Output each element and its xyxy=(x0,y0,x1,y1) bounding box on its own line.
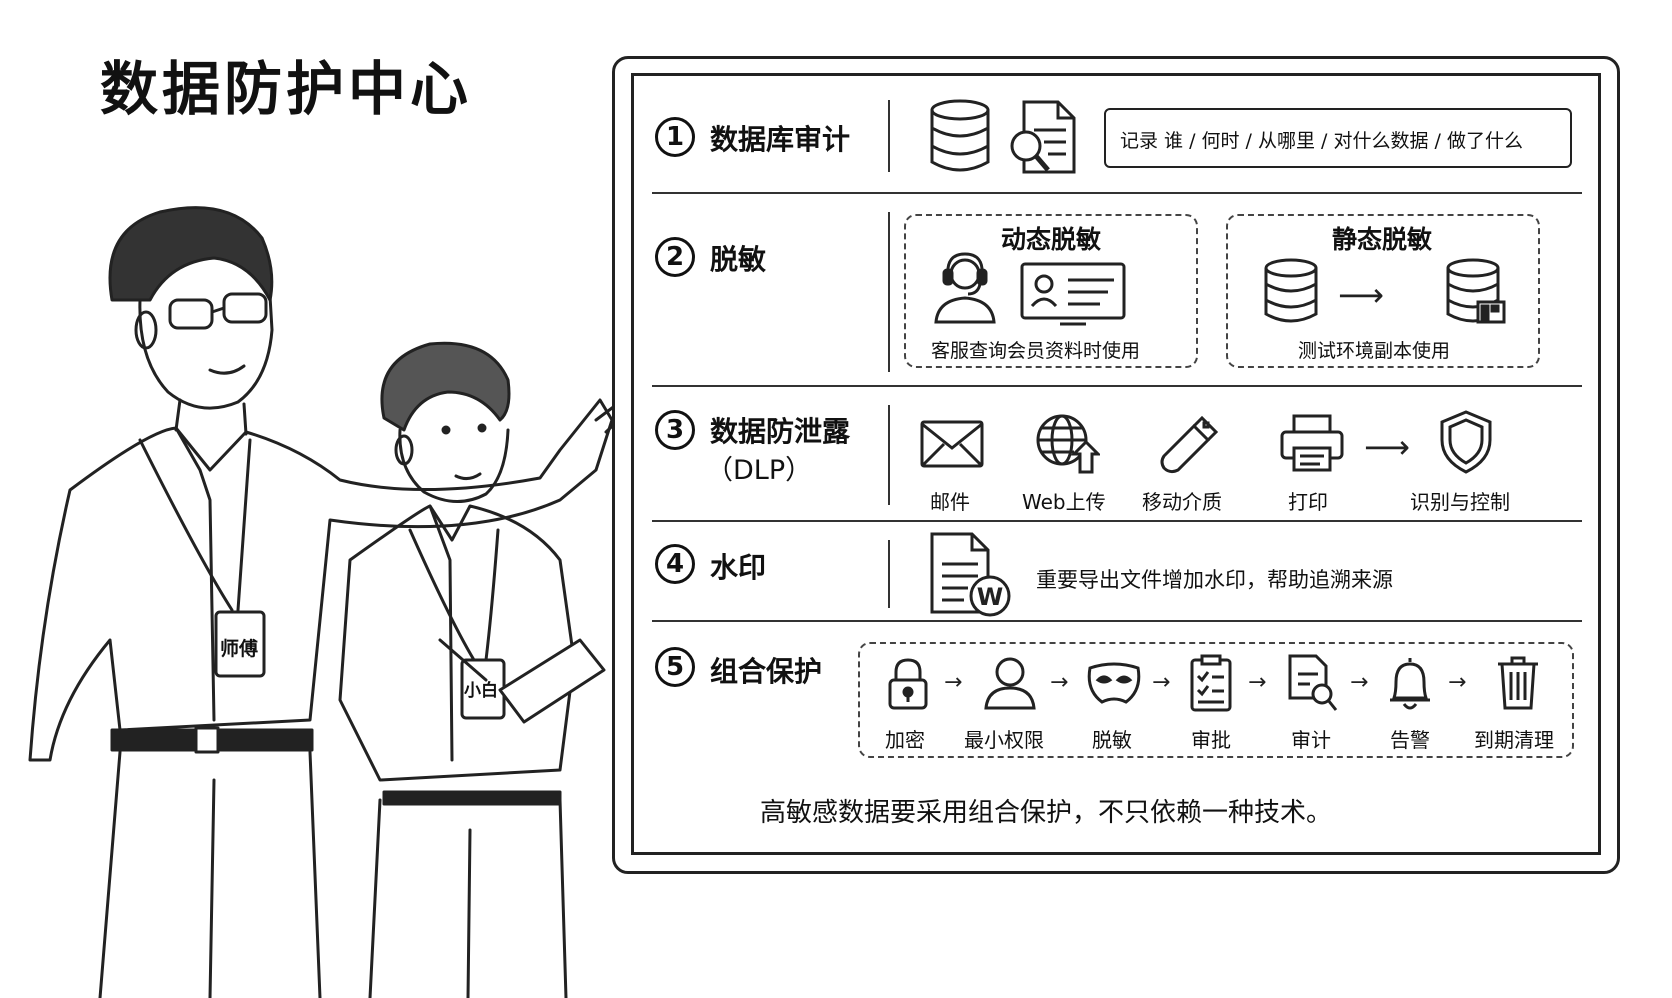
clipboard-check-icon xyxy=(1190,654,1232,712)
document-search-icon xyxy=(1010,100,1076,174)
mask-icon xyxy=(1087,662,1141,704)
arrow-right: → xyxy=(1248,670,1267,695)
static-masking-caption: 测试环境副本使用 xyxy=(1298,340,1451,362)
column-divider xyxy=(888,212,890,372)
dlp-item-print: 打印 xyxy=(1288,490,1328,514)
row-divider xyxy=(652,385,1582,387)
dynamic-masking-caption: 客服查询会员资料时使用 xyxy=(931,340,1141,362)
dlp-item-mail: 邮件 xyxy=(930,490,970,514)
database-masked-icon xyxy=(1446,258,1506,324)
protection-item-approval: 审批 xyxy=(1191,728,1231,752)
section-2-label: 脱敏 xyxy=(710,243,767,276)
document-audit-icon xyxy=(1288,654,1338,711)
student-notepad xyxy=(498,638,606,724)
section-1-number: 1 xyxy=(655,117,695,157)
board xyxy=(631,73,1601,855)
arrow-right: → xyxy=(1350,670,1369,695)
student-badge-label: 小白 xyxy=(464,681,498,701)
protection-item-encrypt: 加密 xyxy=(885,728,925,752)
dlp-item-removable-media: 移动介质 xyxy=(1142,490,1222,514)
arrow-right: ⟶ xyxy=(1364,428,1410,466)
audit-info-text: 记录 谁 / 何时 / 从哪里 / 对什么数据 / 做了什么 xyxy=(1120,130,1523,152)
mentor-face xyxy=(138,294,274,410)
dynamic-masking-title: 动态脱敏 xyxy=(1001,225,1102,254)
user-icon xyxy=(984,657,1036,710)
document-watermark-icon: W xyxy=(930,532,1011,617)
lock-icon xyxy=(888,658,928,710)
section-5-number: 5 xyxy=(655,647,695,687)
student-body xyxy=(338,504,576,782)
arrow-right: → xyxy=(944,670,963,695)
mentor-student-illustration xyxy=(28,206,640,998)
row-divider xyxy=(652,192,1582,194)
globe-upload-icon xyxy=(1036,414,1100,474)
bell-icon xyxy=(1390,658,1430,710)
row-divider xyxy=(652,520,1582,522)
headset-agent-icon xyxy=(934,252,996,324)
trash-icon xyxy=(1498,656,1538,710)
arrow-right: → xyxy=(1448,670,1467,695)
mentor-badge-label: 师傅 xyxy=(220,638,259,660)
audit-info-box xyxy=(1104,108,1572,168)
watermark-description: 重要导出文件增加水印，帮助追溯来源 xyxy=(1036,568,1393,592)
section-3-label: 数据防泄露 xyxy=(710,415,851,448)
usb-drive-icon xyxy=(1160,415,1219,474)
watermark-letter: W xyxy=(977,583,1003,611)
protection-item-audit: 审计 xyxy=(1291,728,1331,752)
column-divider xyxy=(888,405,890,505)
arrow-right: → xyxy=(1152,670,1171,695)
arrow-right: ⟶ xyxy=(1338,276,1384,314)
section-1-label: 数据库审计 xyxy=(710,123,851,156)
mentor-hair xyxy=(108,206,274,302)
mail-icon xyxy=(920,420,984,468)
combined-protection-box xyxy=(858,642,1574,758)
section-2-number: 2 xyxy=(655,237,695,277)
arrow-right: → xyxy=(1050,670,1069,695)
section-4-number: 4 xyxy=(655,544,695,584)
dlp-item-detect-control: 识别与控制 xyxy=(1410,490,1510,514)
section-4-label: 水印 xyxy=(710,551,767,584)
printer-icon xyxy=(1280,414,1344,472)
shield-icon xyxy=(1440,410,1492,474)
protection-item-masking: 脱敏 xyxy=(1092,728,1132,752)
student-hair xyxy=(380,341,511,432)
column-divider xyxy=(888,540,890,608)
profile-card-icon xyxy=(1020,262,1126,326)
row-divider xyxy=(652,620,1582,622)
protection-item-least-privilege: 最小权限 xyxy=(964,728,1044,752)
static-masking-title: 静态脱敏 xyxy=(1332,225,1433,254)
section-3-number: 3 xyxy=(655,410,695,450)
mentor-body xyxy=(28,398,614,762)
mentor-badge xyxy=(214,610,266,678)
database-icon xyxy=(1264,258,1318,323)
database-icon xyxy=(930,99,990,172)
section-5-label: 组合保护 xyxy=(710,655,823,688)
dlp-item-web-upload: Web上传 xyxy=(1022,490,1106,514)
dynamic-masking-box xyxy=(904,214,1198,368)
student-face xyxy=(398,428,510,504)
column-divider xyxy=(888,100,890,172)
static-masking-box xyxy=(1226,214,1540,368)
section-3-sublabel: （DLP） xyxy=(706,455,813,486)
page-title: 数据防护中心 xyxy=(100,55,473,123)
protection-item-alert: 告警 xyxy=(1390,728,1430,752)
footer-note: 高敏感数据要采用组合保护，不只依赖一种技术。 xyxy=(760,798,1333,828)
protection-item-expiry-cleanup: 到期清理 xyxy=(1474,728,1554,752)
